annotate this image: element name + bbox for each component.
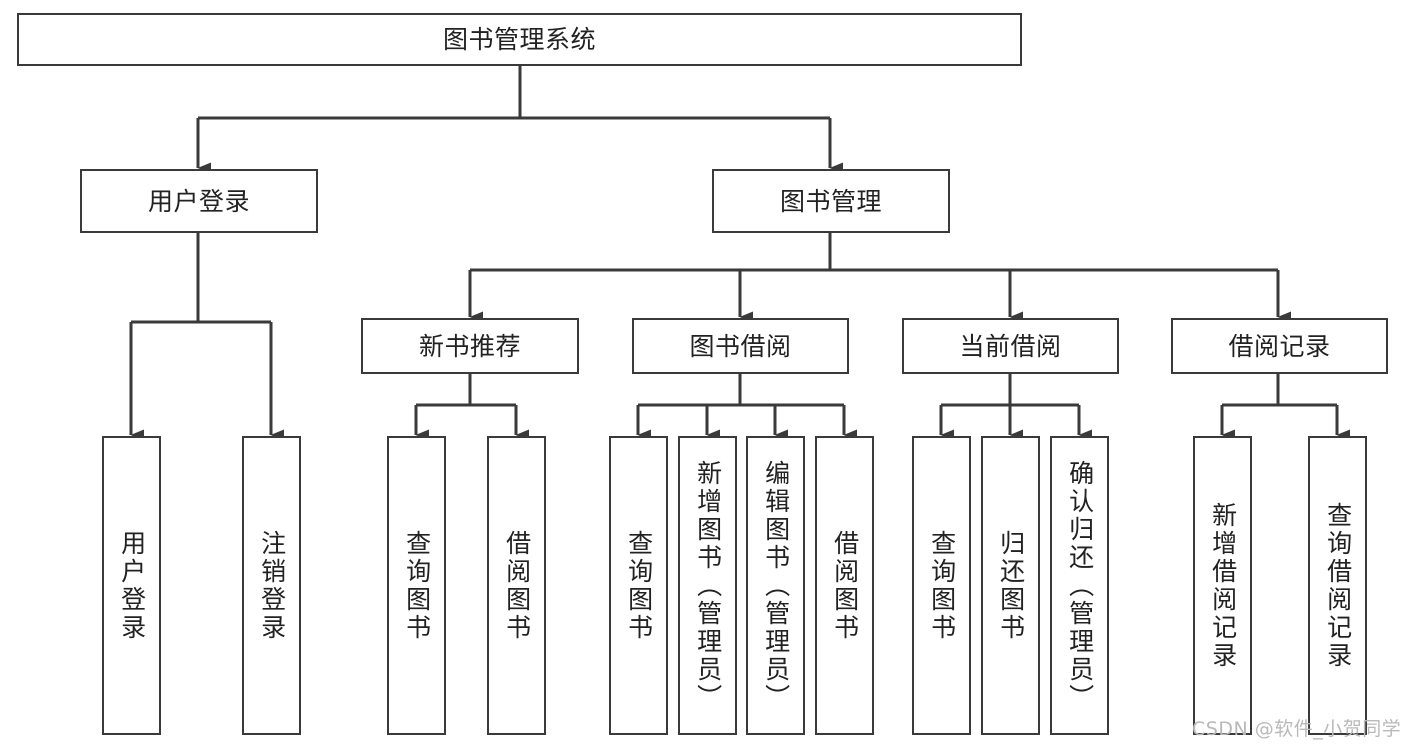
node-current-borrow-label: 当前借阅 [959, 331, 1062, 361]
node-root[interactable]: 图书管理系统 [17, 13, 1022, 66]
node-current-borrow[interactable]: 当前借阅 [902, 318, 1119, 374]
node-book-borrow-label: 图书借阅 [689, 331, 792, 361]
node-user-login[interactable]: 用户登录 [80, 169, 318, 233]
node-user-login-label: 用户登录 [147, 186, 250, 216]
node-leaf-logout-label: 注销登录 [257, 529, 287, 642]
node-book-management-label: 图书管理 [779, 186, 882, 216]
node-leaf-edit-book-label: 编辑图书（管理员） [761, 459, 791, 712]
node-leaf-confirm-return[interactable]: 确认归还（管理员） [1050, 436, 1109, 735]
node-book-management[interactable]: 图书管理 [712, 169, 950, 233]
node-root-label: 图书管理系统 [442, 25, 596, 54]
node-leaf-query-record-label: 查询借阅记录 [1323, 501, 1353, 670]
node-leaf-query-book-1[interactable]: 查询图书 [387, 436, 446, 735]
node-leaf-user-login-label: 用户登录 [117, 529, 147, 642]
node-leaf-add-book[interactable]: 新增图书（管理员） [678, 436, 737, 735]
csdn-watermark: CSDN @软件_小贺同学 [1192, 718, 1402, 740]
node-leaf-query-book-1-label: 查询图书 [402, 529, 432, 642]
node-new-book-recommend-label: 新书推荐 [418, 331, 521, 361]
node-leaf-query-book-3[interactable]: 查询图书 [912, 436, 971, 735]
node-leaf-borrow-book-1[interactable]: 借阅图书 [487, 436, 546, 735]
node-leaf-add-record[interactable]: 新增借阅记录 [1193, 436, 1252, 735]
node-leaf-add-book-label: 新增图书（管理员） [693, 459, 723, 712]
node-leaf-query-book-2-label: 查询图书 [624, 529, 654, 642]
node-leaf-borrow-book-2-label: 借阅图书 [830, 529, 860, 642]
node-leaf-query-record[interactable]: 查询借阅记录 [1308, 436, 1367, 735]
node-leaf-user-login[interactable]: 用户登录 [102, 436, 161, 735]
node-leaf-return-book-label: 归还图书 [996, 529, 1026, 642]
node-leaf-query-book-3-label: 查询图书 [927, 529, 957, 642]
node-leaf-logout[interactable]: 注销登录 [242, 436, 301, 735]
node-leaf-edit-book[interactable]: 编辑图书（管理员） [746, 436, 805, 735]
node-book-borrow[interactable]: 图书借阅 [632, 318, 849, 374]
node-leaf-borrow-book-2[interactable]: 借阅图书 [815, 436, 874, 735]
node-leaf-add-record-label: 新增借阅记录 [1208, 501, 1238, 670]
node-borrow-record[interactable]: 借阅记录 [1171, 318, 1388, 374]
node-leaf-return-book[interactable]: 归还图书 [981, 436, 1040, 735]
node-leaf-borrow-book-1-label: 借阅图书 [502, 529, 532, 642]
node-leaf-confirm-return-label: 确认归还（管理员） [1065, 459, 1095, 712]
node-borrow-record-label: 借阅记录 [1228, 331, 1331, 361]
node-leaf-query-book-2[interactable]: 查询图书 [609, 436, 668, 735]
node-new-book-recommend[interactable]: 新书推荐 [361, 318, 579, 374]
